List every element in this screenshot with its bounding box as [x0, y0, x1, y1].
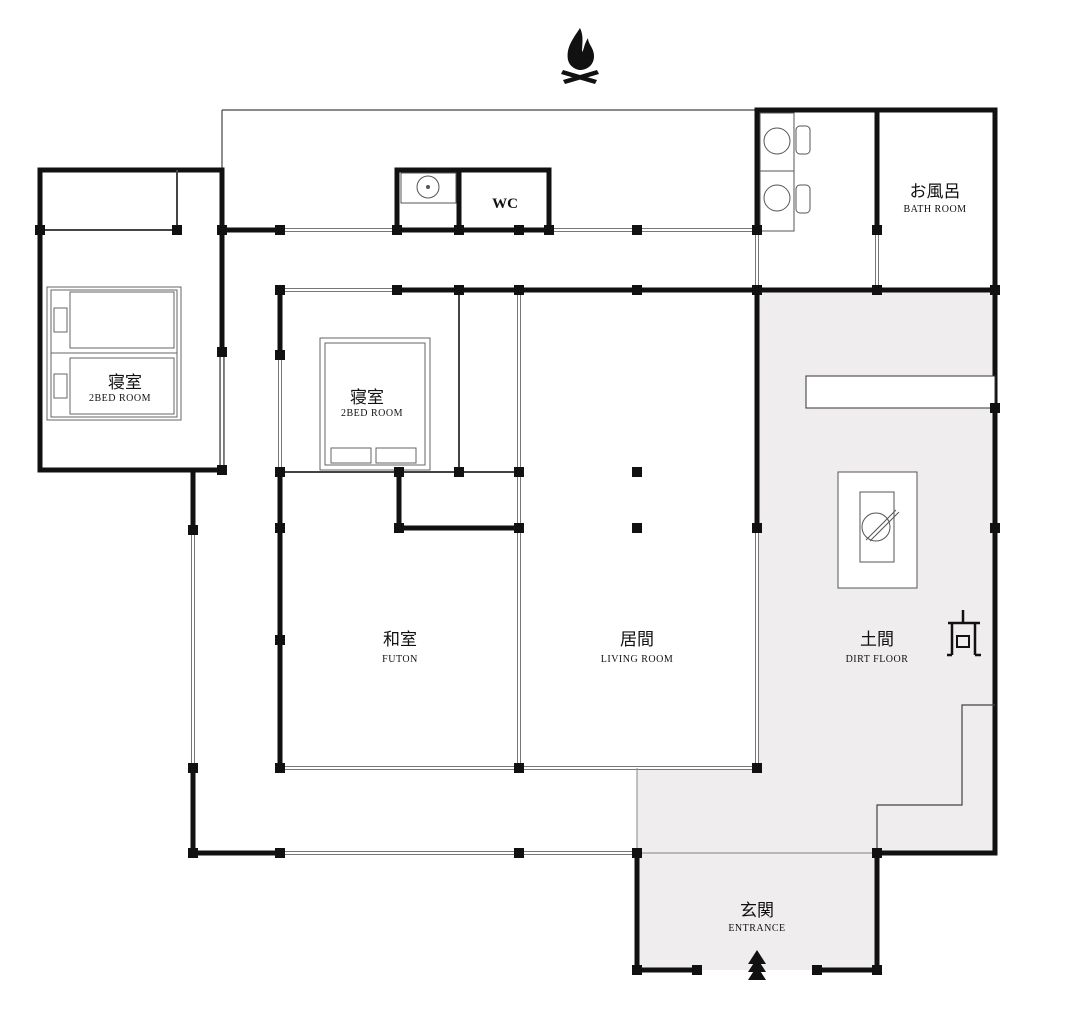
post [275, 285, 285, 295]
room-label-jp: 和室 [383, 630, 417, 650]
wc-label: WC [492, 196, 518, 212]
post [752, 225, 762, 235]
sink-icon [400, 172, 457, 204]
room-label-en: 2BED ROOM [341, 408, 403, 419]
bedroom-west-walls [37, 167, 225, 473]
post [632, 848, 642, 858]
room-label-en: LIVING ROOM [601, 654, 673, 665]
bed [319, 337, 431, 471]
post [514, 763, 524, 773]
post [514, 467, 524, 477]
room-label-en: BATH ROOM [903, 204, 966, 215]
campfire-icon [561, 28, 599, 84]
post [217, 347, 227, 357]
post [275, 350, 285, 360]
post [188, 525, 198, 535]
post [990, 523, 1000, 533]
center-posts [632, 467, 642, 533]
room-label-en: DIRT FLOOR [846, 654, 909, 665]
bed [46, 286, 182, 421]
post [454, 467, 464, 477]
post [872, 848, 882, 858]
post [514, 523, 524, 533]
room-label-en: 2BED ROOM [89, 393, 151, 404]
posts [35, 225, 1000, 975]
post [275, 467, 285, 477]
stove-icon [947, 610, 981, 657]
room-label-jp: 寝室 [350, 387, 384, 408]
post [514, 285, 524, 295]
post [514, 225, 524, 235]
post [394, 523, 404, 533]
post [544, 225, 554, 235]
post [392, 225, 402, 235]
post [454, 285, 464, 295]
post [872, 285, 882, 295]
entrance-arrow-icon [748, 950, 766, 980]
post [872, 965, 882, 975]
room-label-jp: 寝室 [108, 372, 142, 393]
post [35, 225, 45, 235]
post [752, 285, 762, 295]
post [172, 225, 182, 235]
bench [805, 375, 996, 409]
post [454, 225, 464, 235]
post [514, 848, 524, 858]
post [872, 225, 882, 235]
post [275, 635, 285, 645]
post [275, 225, 285, 235]
room-label-jp: お風呂 [910, 182, 961, 202]
post [632, 225, 642, 235]
post [752, 763, 762, 773]
room-label-jp: 居間 [620, 630, 654, 650]
hearth-icon [837, 471, 918, 589]
post [392, 285, 402, 295]
post [217, 465, 227, 475]
toilet-icon [759, 112, 811, 232]
post [692, 965, 702, 975]
post [632, 285, 642, 295]
post [188, 848, 198, 858]
post [188, 763, 198, 773]
post [632, 965, 642, 975]
post [394, 467, 404, 477]
room-label-en: ENTRANCE [728, 923, 785, 934]
room-label-jp: 玄関 [740, 901, 774, 921]
room-label-en: FUTON [382, 654, 418, 665]
post [752, 523, 762, 533]
post [275, 763, 285, 773]
post [812, 965, 822, 975]
post [275, 523, 285, 533]
dirt-floor-area [637, 290, 995, 970]
post [990, 403, 1000, 413]
room-label-jp: 土間 [860, 630, 894, 650]
post [275, 848, 285, 858]
post [990, 285, 1000, 295]
post [217, 225, 227, 235]
